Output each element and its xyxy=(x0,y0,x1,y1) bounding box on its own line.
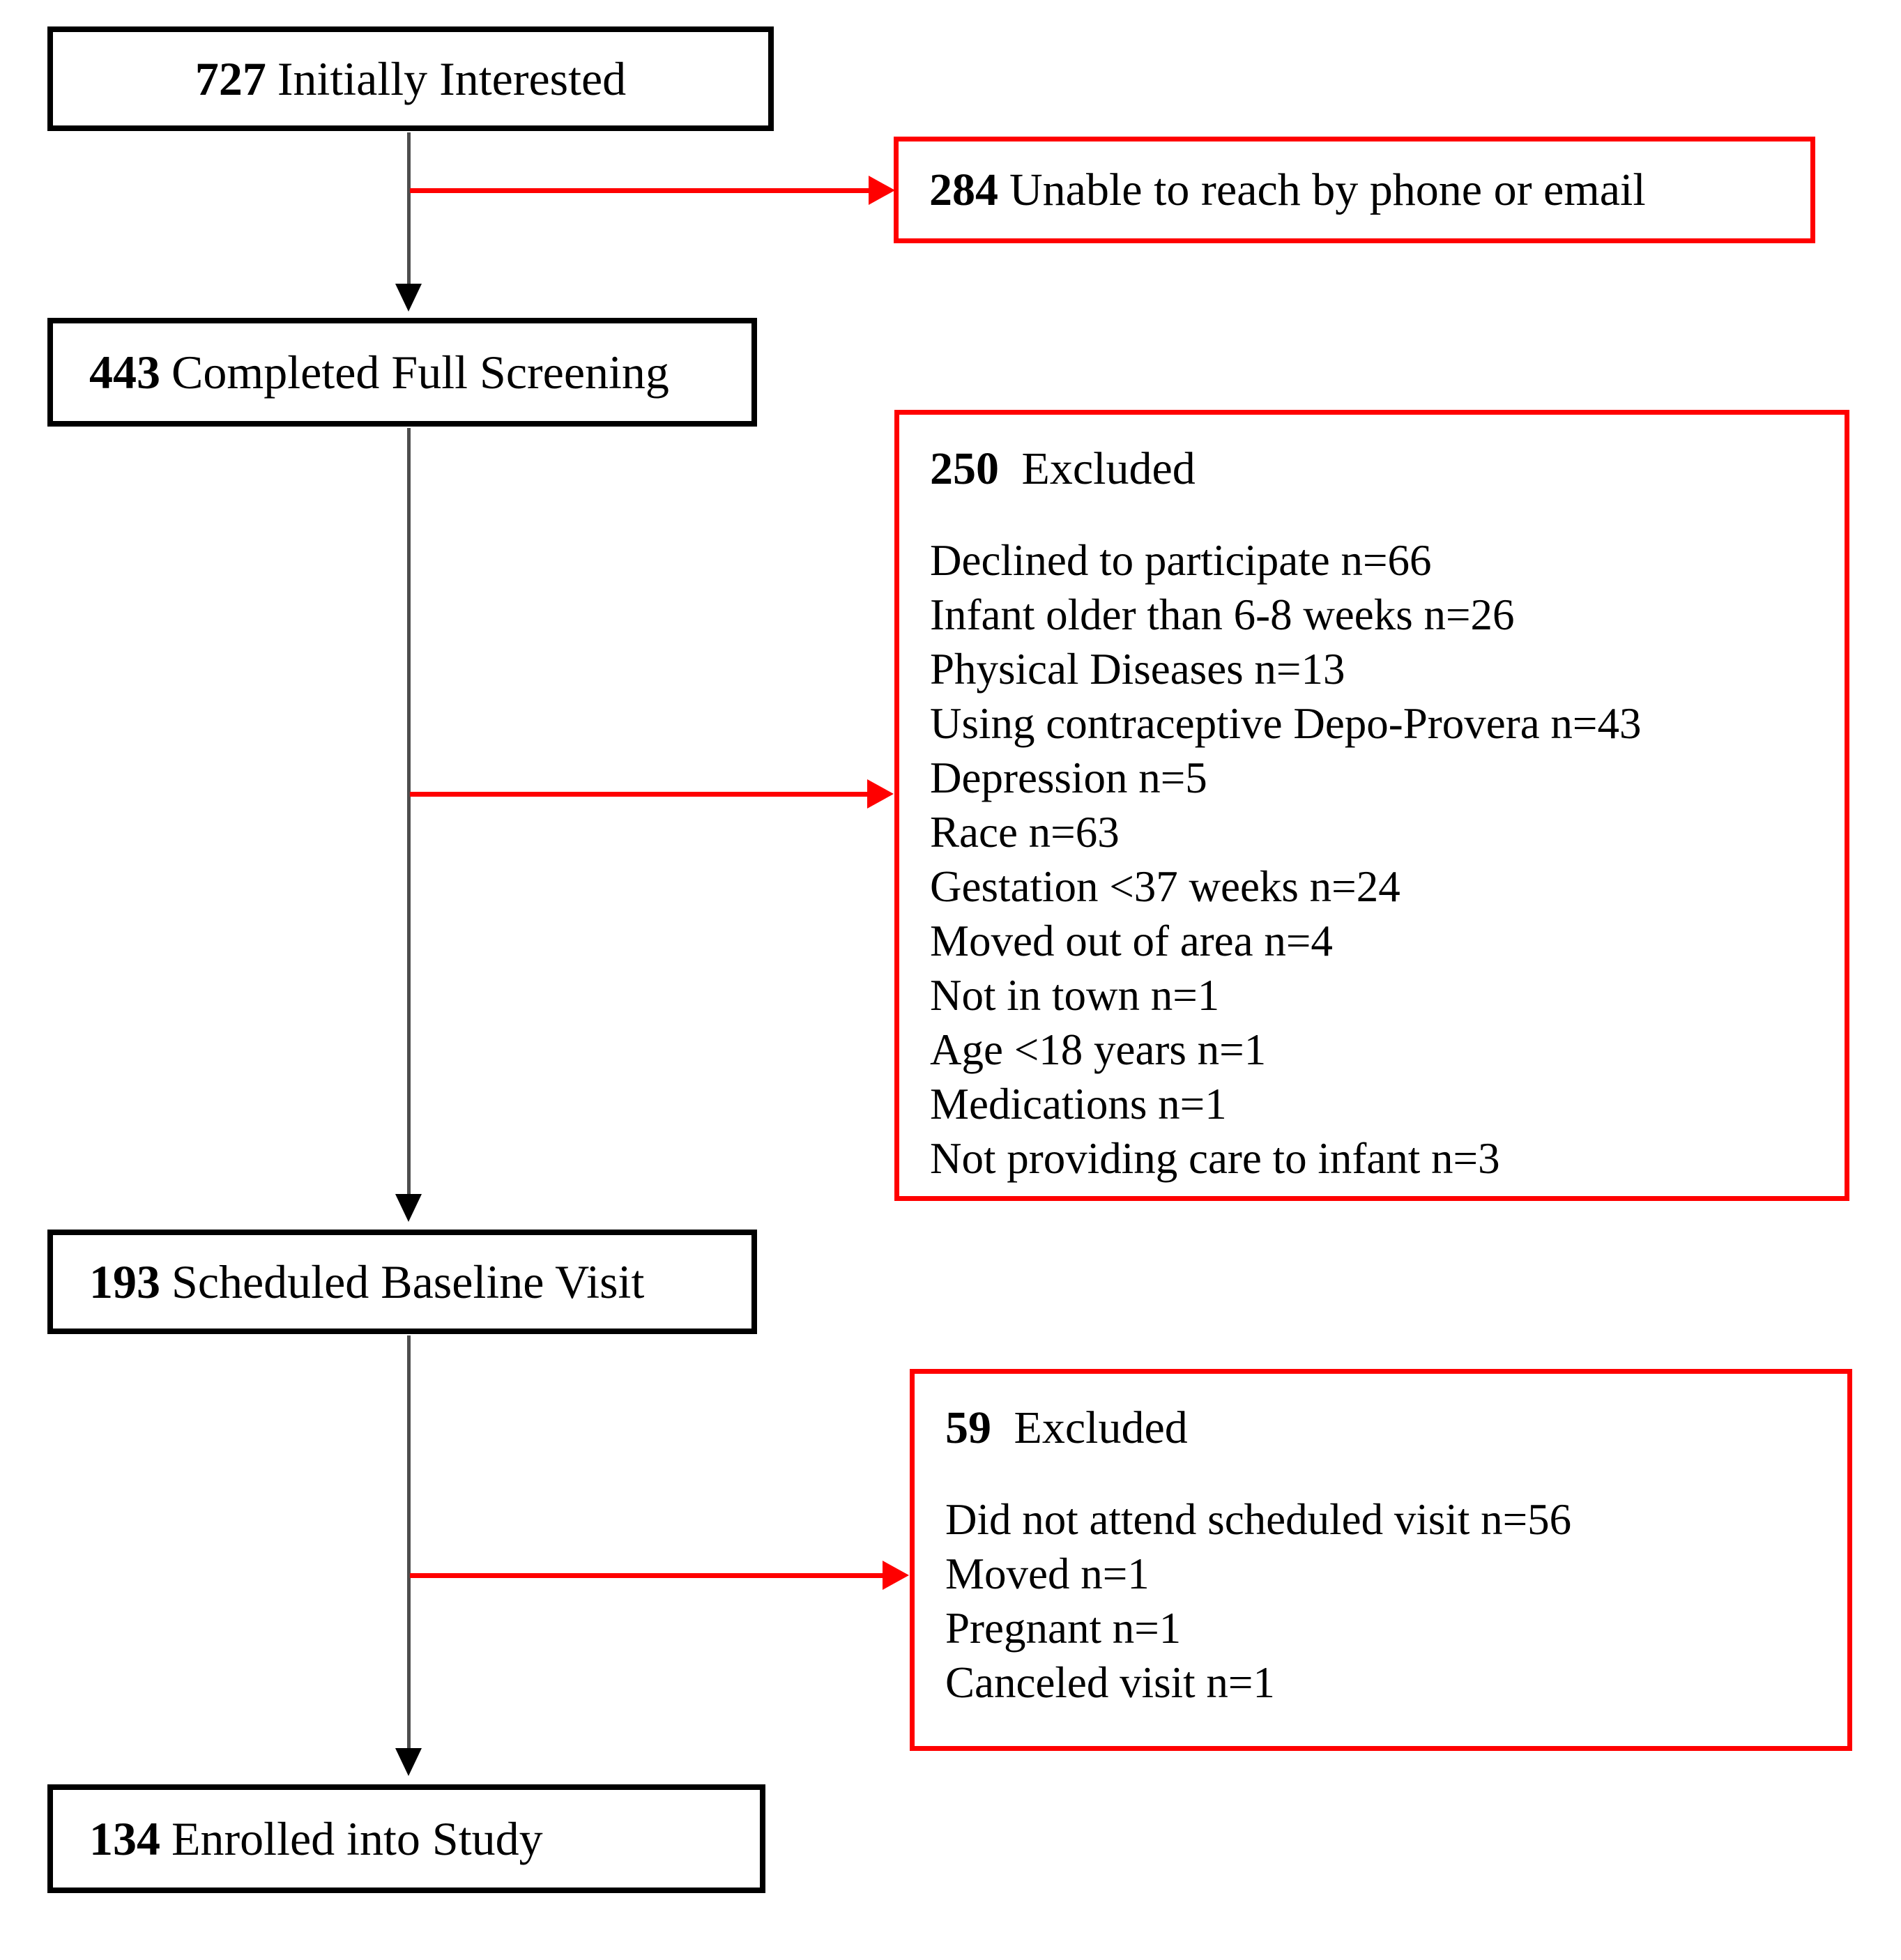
exclusion-box-screening: 250 Excluded Declined to participate n=6… xyxy=(894,410,1849,1201)
exclusion-reason: Did not attend scheduled visit n=56 xyxy=(945,1495,1572,1544)
exclusion-reason: Moved out of area n=4 xyxy=(930,917,1333,965)
exclusion-heading-baseline: 59 Excluded xyxy=(945,1400,1817,1456)
arrow-down-icon-1 xyxy=(395,284,422,312)
exclusion-reason: Not in town n=1 xyxy=(930,971,1220,1020)
exclusion-reason: Medications n=1 xyxy=(930,1080,1227,1128)
exclusion-reason: Moved n=1 xyxy=(945,1549,1150,1598)
label-initially-interested: Initially Interested xyxy=(277,52,627,105)
flow-box-initially-interested: 727 Initially Interested xyxy=(47,26,774,131)
label-enrolled: Enrolled into Study xyxy=(171,1812,543,1865)
exclusion-branch-line-1 xyxy=(410,188,870,193)
exclusion-reason: Gestation <37 weeks n=24 xyxy=(930,862,1400,911)
flow-box-enrolled: 134 Enrolled into Study xyxy=(47,1784,765,1893)
exclusion-heading-screening: 250 Excluded xyxy=(930,441,1814,497)
count-unable-to-reach: 284 xyxy=(929,164,998,215)
count-excluded-screening: 250 xyxy=(930,443,999,494)
count-completed-screening: 443 xyxy=(89,345,160,399)
exclusion-box-unable-to-reach: 284 Unable to reach by phone or email xyxy=(894,137,1815,243)
connector-line-2 xyxy=(407,428,411,1195)
label-unable-to-reach: Unable to reach by phone or email xyxy=(1009,164,1646,215)
exclusion-reason: Pregnant n=1 xyxy=(945,1604,1182,1653)
count-scheduled-baseline: 193 xyxy=(89,1255,160,1308)
exclusion-reason-list-screening: Declined to participate n=66 Infant olde… xyxy=(930,533,1814,1186)
exclusion-reason-list-baseline: Did not attend scheduled visit n=56 Move… xyxy=(945,1492,1817,1710)
label-completed-screening: Completed Full Screening xyxy=(171,345,669,399)
flow-box-completed-screening: 443 Completed Full Screening xyxy=(47,318,757,427)
count-excluded-baseline: 59 xyxy=(945,1402,991,1453)
exclusion-reason: Using contraceptive Depo-Provera n=43 xyxy=(930,699,1642,748)
flow-box-scheduled-baseline: 193 Scheduled Baseline Visit xyxy=(47,1230,757,1334)
exclusion-reason: Not providing care to infant n=3 xyxy=(930,1134,1500,1183)
exclusion-branch-line-3 xyxy=(410,1573,884,1578)
exclusion-reason: Declined to participate n=66 xyxy=(930,536,1432,585)
label-excluded-screening: Excluded xyxy=(1021,443,1196,494)
exclusion-reason: Infant older than 6-8 weeks n=26 xyxy=(930,590,1515,639)
arrow-right-icon-1 xyxy=(869,176,895,205)
arrow-right-icon-2 xyxy=(867,779,894,809)
count-enrolled: 134 xyxy=(89,1812,160,1865)
label-excluded-baseline: Excluded xyxy=(1014,1402,1188,1453)
exclusion-reason: Physical Diseases n=13 xyxy=(930,645,1345,694)
connector-line-1 xyxy=(407,132,411,286)
arrow-down-icon-3 xyxy=(395,1748,422,1776)
connector-line-3 xyxy=(407,1335,411,1748)
arrow-down-icon-2 xyxy=(395,1194,422,1222)
exclusion-reason: Depression n=5 xyxy=(930,753,1207,802)
exclusion-reason: Canceled visit n=1 xyxy=(945,1658,1275,1707)
exclusion-reason: Race n=63 xyxy=(930,808,1120,857)
label-scheduled-baseline: Scheduled Baseline Visit xyxy=(171,1255,645,1308)
exclusion-branch-line-2 xyxy=(410,792,869,797)
exclusion-reason: Age <18 years n=1 xyxy=(930,1025,1267,1074)
count-initially-interested: 727 xyxy=(194,52,266,105)
arrow-right-icon-3 xyxy=(883,1561,909,1590)
exclusion-box-baseline: 59 Excluded Did not attend scheduled vis… xyxy=(910,1369,1852,1751)
